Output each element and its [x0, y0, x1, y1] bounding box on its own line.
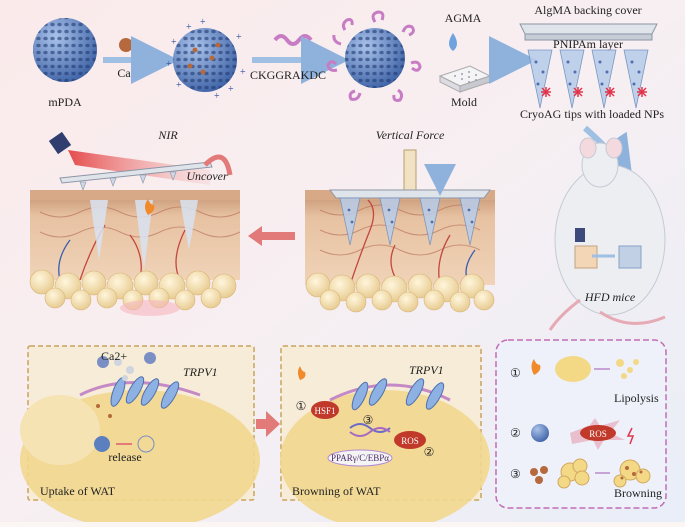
- skin-block-nir: [29, 190, 241, 316]
- svg-text:+: +: [186, 22, 192, 33]
- ppar-label: PPARγ/C/EBPα: [331, 453, 389, 463]
- release-label: release: [108, 450, 141, 464]
- browning-num-2: ②: [424, 445, 435, 459]
- agma-drop-icon: [449, 33, 457, 51]
- legend-num-3: ③: [510, 467, 521, 481]
- svg-text:+: +: [236, 32, 242, 43]
- cap-particle: [119, 38, 133, 52]
- legend-num-1: ①: [510, 366, 521, 380]
- nir-laser: [48, 131, 233, 191]
- vertical-force-label: Vertical Force: [376, 128, 445, 142]
- browning-illustration: [280, 366, 490, 527]
- trpv1-label-browning: TRPV1: [409, 363, 444, 377]
- peptide-sphere: [326, 10, 422, 102]
- legend-item-browning: ③ Browning: [510, 458, 662, 500]
- ros-label-browning: ROS: [401, 436, 419, 446]
- svg-text:+: +: [214, 91, 220, 102]
- mpda-sphere: [33, 18, 97, 82]
- ca-label: Ca2+: [101, 349, 127, 363]
- hfd-mice-label: HFD mice: [584, 290, 636, 304]
- backing-label: AlgMA backing cover: [534, 3, 641, 17]
- svg-text:+: +: [240, 67, 246, 78]
- heat-flame-icon: [145, 199, 155, 215]
- browning-num-3: ③: [363, 413, 374, 427]
- browning-flame-icon: [298, 366, 306, 380]
- browning-title: Browning of WAT: [292, 484, 381, 498]
- legend-item-lipolysis: ① Lipolysis: [510, 356, 659, 405]
- arrow-to-left-skin-head: [248, 226, 262, 246]
- mouse-illustration: [548, 137, 666, 331]
- legend-lightning-icon: [626, 427, 635, 445]
- patch-inserted: [329, 149, 491, 246]
- svg-text:+: +: [228, 84, 234, 95]
- hsf1-label: HSF1: [314, 406, 335, 416]
- legend-label-ros: ROS: [589, 429, 607, 439]
- peptide-label: CKGGRAKDC: [250, 68, 326, 82]
- legend-label-browning: Browning: [614, 486, 662, 500]
- legend-num-2: ②: [510, 426, 521, 440]
- svg-text:+: +: [166, 59, 172, 70]
- legend-np-icon: [531, 424, 549, 442]
- uncover-label: Uncover: [186, 169, 228, 183]
- mpda-label: mPDA: [48, 95, 82, 109]
- pnipam-label: PNIPAm layer: [553, 37, 623, 51]
- legend-item-ros: ② ROS: [510, 418, 635, 450]
- mold-label: Mold: [451, 95, 477, 109]
- svg-text:+: +: [200, 17, 206, 28]
- svg-text:+: +: [171, 37, 177, 48]
- svg-text:+: +: [176, 80, 182, 91]
- uptake-illustration: [20, 352, 260, 527]
- nir-label: NIR: [157, 128, 178, 142]
- agma-label: AGMA: [445, 11, 482, 25]
- browning-num-1: ①: [296, 399, 307, 413]
- arrow-between-panels-head: [266, 411, 280, 437]
- cap-loaded-sphere: + + + + + + + + +: [166, 17, 246, 102]
- microneedle-patch: AlgMA backing cover PNIPAm layer CryoAG …: [519, 3, 664, 121]
- cap-label: Cap: [117, 66, 136, 80]
- uptake-title: Uptake of WAT: [40, 484, 116, 498]
- legend-label-lipolysis: Lipolysis: [614, 391, 659, 405]
- trpv1-label-uptake: TRPV1: [183, 365, 218, 379]
- legend-flame-icon: [531, 359, 541, 375]
- tips-label: CryoAG tips with loaded NPs: [520, 107, 664, 121]
